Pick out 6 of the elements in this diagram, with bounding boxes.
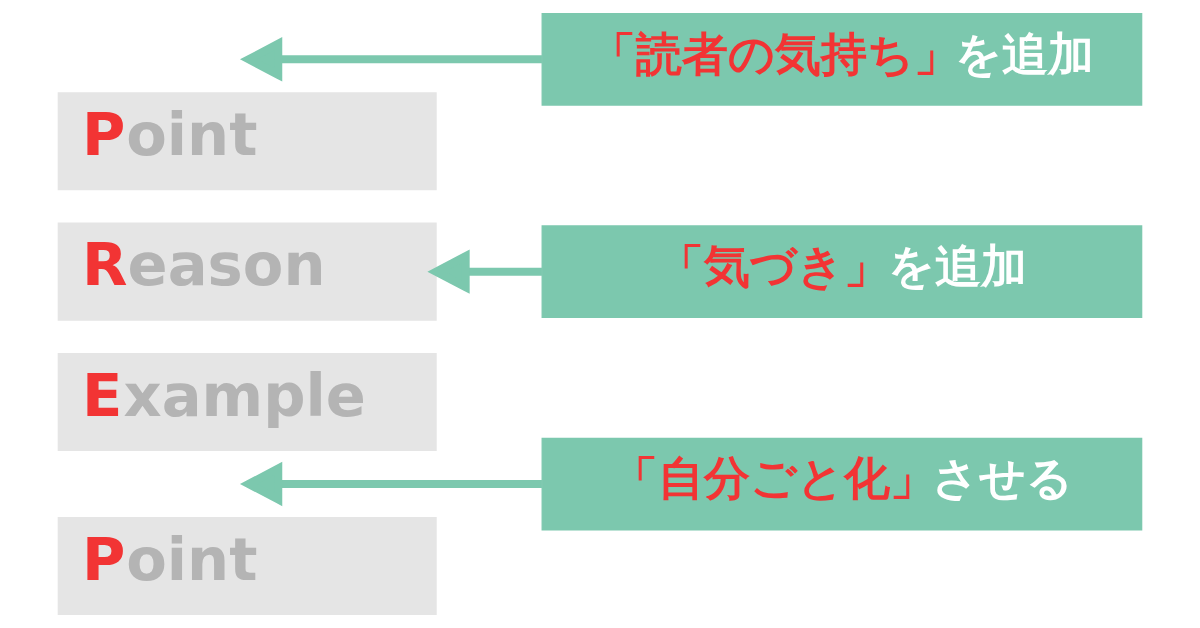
node-box: 「読者の気持ち」を追加: [541, 12, 1143, 106]
arrow: [240, 37, 542, 82]
node-box: 「気づき」を追加: [541, 225, 1143, 319]
arrow: [240, 461, 542, 507]
arrow: [427, 249, 542, 294]
node-box: 「自分ごと化」させる: [541, 437, 1143, 531]
